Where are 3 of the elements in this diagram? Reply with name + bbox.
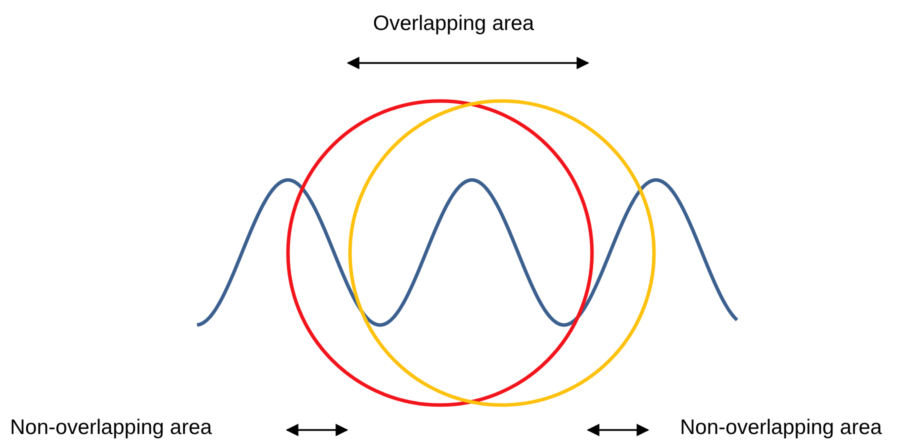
area-label: Overlapping area bbox=[373, 12, 534, 36]
area-label: Non-overlapping area bbox=[680, 416, 882, 440]
area-label: Non-overlapping area bbox=[10, 416, 212, 440]
